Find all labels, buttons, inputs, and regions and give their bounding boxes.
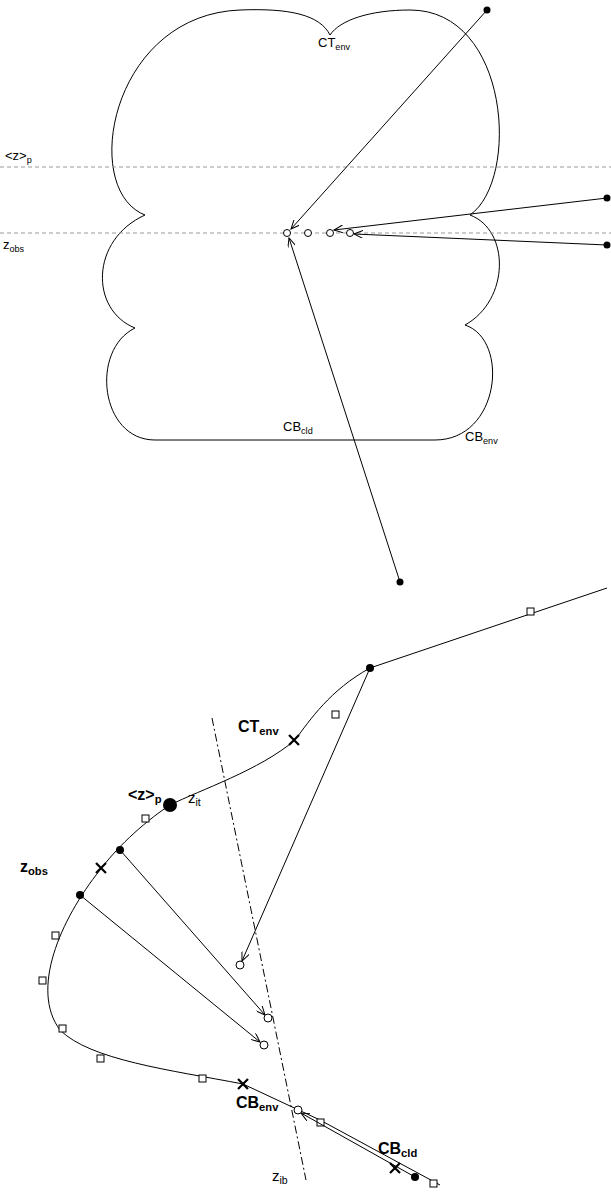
- axis-label: CBcld: [283, 420, 313, 434]
- axis-label: <z>p: [128, 786, 162, 804]
- axis-label: CBenv: [465, 430, 498, 444]
- target-circles: [236, 961, 302, 1114]
- axis-label: CBenv: [236, 1094, 278, 1112]
- axis-label: zobs: [20, 858, 48, 876]
- axis-label: zit: [188, 790, 201, 807]
- level-line: [0, 167, 611, 168]
- dash-dot-line: [212, 718, 306, 1180]
- source-dots: [397, 7, 611, 586]
- parcel-arrows: [289, 10, 607, 582]
- axis-label: zobs: [3, 238, 24, 252]
- source-dots: [76, 664, 419, 1181]
- axis-label: zib: [272, 1168, 288, 1185]
- axis-label: <z>p: [5, 149, 32, 163]
- axis-label: CTenv: [238, 718, 279, 736]
- parcel-arrows: [80, 668, 415, 1177]
- profile-curve: [48, 588, 607, 1185]
- axis-label: CBcld: [378, 1140, 417, 1158]
- cloud-outline: [102, 10, 499, 440]
- target-circles: [284, 230, 354, 237]
- x-marks: [96, 735, 400, 1173]
- axis-label: CTenv: [318, 36, 350, 50]
- sample-squares: [39, 608, 534, 1187]
